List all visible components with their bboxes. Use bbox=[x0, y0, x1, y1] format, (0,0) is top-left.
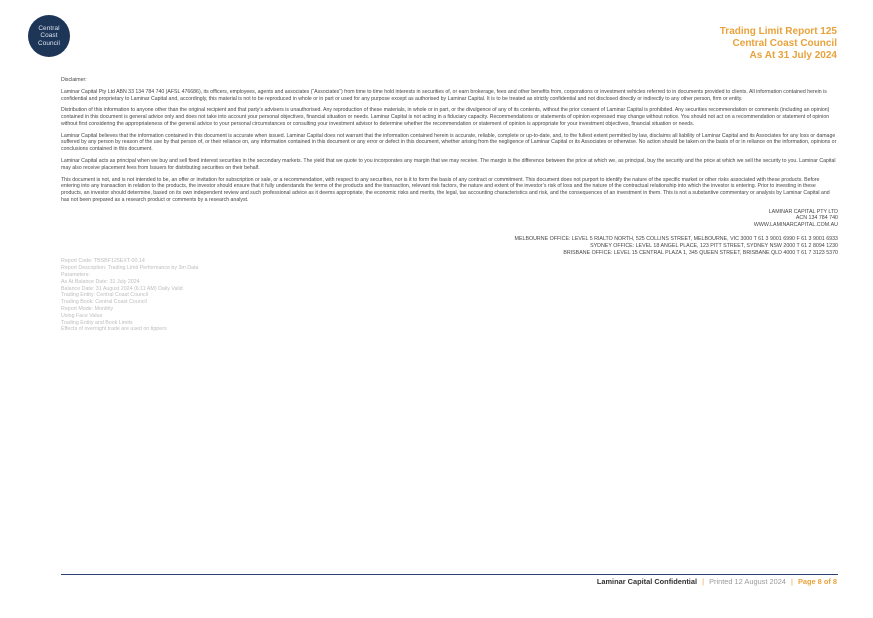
param-line: Report Code: TBSBF125EXT-00.14 bbox=[61, 258, 145, 265]
company-website: WWW.LAMINARCAPITAL.COM.AU bbox=[753, 222, 838, 229]
disclaimer-title: Disclaimer: bbox=[61, 77, 87, 83]
disclaimer-paragraph: Laminar Capital acts as principal when w… bbox=[61, 158, 836, 171]
disclaimer-paragraph: Distribution of this information to anyo… bbox=[61, 107, 830, 127]
logo-line-3: Council bbox=[37, 39, 60, 47]
company-details: LAMINAR CAPITAL PTY LTD ACN 134 784 740 … bbox=[61, 209, 838, 229]
param-line: Trading Entity and Book Limits bbox=[61, 319, 133, 326]
param-line: Report Mode: Monthly bbox=[61, 306, 114, 313]
param-line: Balance Date: 31 August 2024 (6:11 AM) D… bbox=[61, 285, 183, 292]
report-header: Trading Limit Report 125 Central Coast C… bbox=[720, 26, 837, 62]
office-brisbane: BRISBANE OFFICE: LEVEL 15 CENTRAL PLAZA … bbox=[563, 249, 838, 256]
disclaimer-paragraph: Laminar Capital Pty Ltd ABN 33 134 784 7… bbox=[61, 88, 827, 102]
logo-line-1: Central bbox=[38, 25, 60, 33]
footer-page-number: Page 8 of 8 bbox=[797, 577, 837, 586]
office-melbourne: MELBOURNE OFFICE: LEVEL 5 RIALTO NORTH, … bbox=[514, 236, 838, 243]
disclaimer-paragraph: Laminar Capital believes that the inform… bbox=[61, 132, 837, 153]
disclaimer-section: Disclaimer: Laminar Capital Pty Ltd ABN … bbox=[61, 77, 838, 333]
office-sydney: SYDNEY OFFICE: LEVEL 18 ANGEL PLACE, 123… bbox=[590, 242, 838, 249]
report-date: As At 31 July 2024 bbox=[749, 50, 837, 61]
logo-line-2: Coast bbox=[40, 32, 58, 40]
report-parameters: Report Code: TBSBF125EXT-00.14 Report De… bbox=[61, 258, 838, 333]
footer-printed-date: Printed 12 August 2024 bbox=[709, 577, 786, 586]
footer-divider bbox=[61, 574, 838, 575]
disclaimer-paragraph: This document is not, and is not intende… bbox=[61, 176, 830, 203]
footer-confidential: Laminar Capital Confidential bbox=[596, 577, 698, 586]
param-line: Report Description: Trading Limit Perfor… bbox=[61, 265, 199, 272]
council-logo: Central Coast Council bbox=[28, 15, 70, 57]
param-line: Using Face Value bbox=[61, 312, 103, 319]
param-line: Parameters: bbox=[61, 272, 90, 279]
param-line: Trading Book: Central Coast Council bbox=[61, 299, 147, 306]
param-line: Trading Entity: Central Coast Council bbox=[61, 292, 148, 299]
company-name: LAMINAR CAPITAL PTY LTD bbox=[768, 208, 838, 215]
param-line: Effects of overnight trade are used on t… bbox=[61, 326, 167, 333]
report-client: Central Coast Council bbox=[732, 38, 837, 49]
report-title: Trading Limit Report 125 bbox=[719, 26, 837, 37]
office-addresses: MELBOURNE OFFICE: LEVEL 5 RIALTO NORTH, … bbox=[61, 236, 838, 256]
param-line: As At Balance Date: 31 July 2024 bbox=[61, 278, 140, 285]
page-footer: Laminar Capital Confidential | Printed 1… bbox=[597, 577, 837, 586]
company-acn: ACN 134 784 740 bbox=[795, 215, 838, 222]
footer-separator: | bbox=[702, 577, 705, 586]
footer-separator: | bbox=[790, 577, 793, 586]
